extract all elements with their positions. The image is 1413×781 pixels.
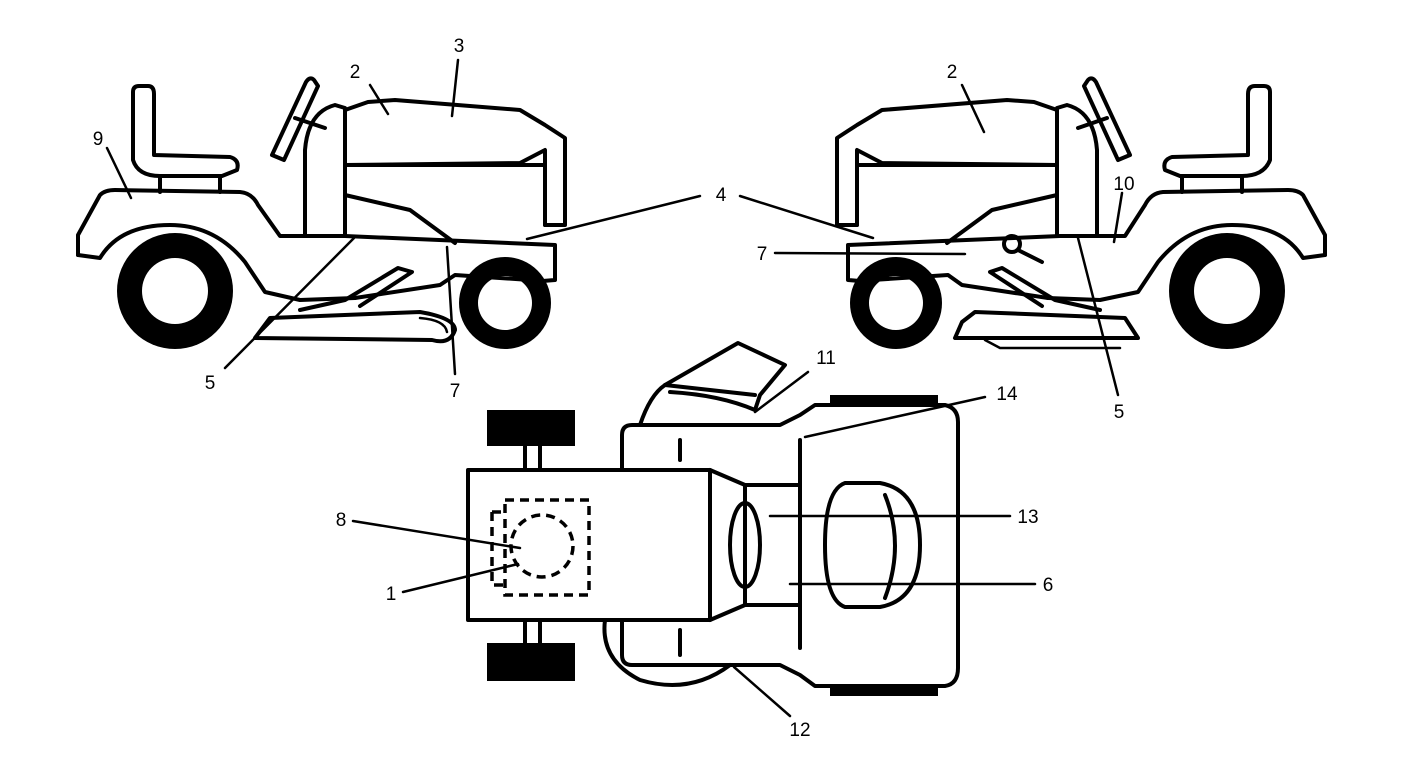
callout-5: 5 <box>205 373 216 394</box>
steering-wheel-top <box>728 501 762 589</box>
mower-deck <box>253 310 457 344</box>
callout-2: 2 <box>947 62 958 83</box>
leader-lines <box>105 58 1124 718</box>
callout-13: 13 <box>1017 507 1038 528</box>
seat <box>1162 84 1272 178</box>
tractor-right-side-view <box>835 76 1327 350</box>
callout-2: 2 <box>350 62 361 83</box>
callout-7: 7 <box>450 381 461 402</box>
callout-10: 10 <box>1113 174 1134 195</box>
callout-3: 3 <box>454 36 465 57</box>
callout-labels: 2 3 9 4 5 7 2 10 7 5 11 14 8 1 13 6 12 <box>93 36 1135 741</box>
callout-6: 6 <box>1043 575 1054 596</box>
hood-top <box>743 483 802 607</box>
callout-7: 7 <box>757 244 768 265</box>
discharge-chute <box>638 341 787 427</box>
rear-fender <box>76 188 557 284</box>
front-tire-top <box>830 395 938 407</box>
seat-body <box>466 468 712 622</box>
callout-9: 9 <box>93 129 104 150</box>
callout-14: 14 <box>996 384 1018 405</box>
tractor-top-view <box>466 341 960 696</box>
steering-wheel <box>1082 76 1132 162</box>
dashed-circle <box>509 513 575 579</box>
tractor-left-side-view <box>76 76 567 349</box>
rear-fender <box>846 188 1327 284</box>
grille <box>823 481 922 609</box>
rear-tire-top <box>487 410 575 446</box>
seat <box>131 84 240 178</box>
callout-12: 12 <box>789 720 810 741</box>
front-tire-bottom <box>830 684 938 696</box>
callout-11: 11 <box>816 348 836 369</box>
callout-8: 8 <box>336 510 347 531</box>
rear-tire-bottom <box>487 643 575 681</box>
callout-4: 4 <box>716 185 727 206</box>
mower-deck <box>953 310 1140 340</box>
steering-wheel <box>270 76 320 162</box>
callout-5: 5 <box>1114 402 1125 423</box>
callout-1: 1 <box>386 584 397 605</box>
